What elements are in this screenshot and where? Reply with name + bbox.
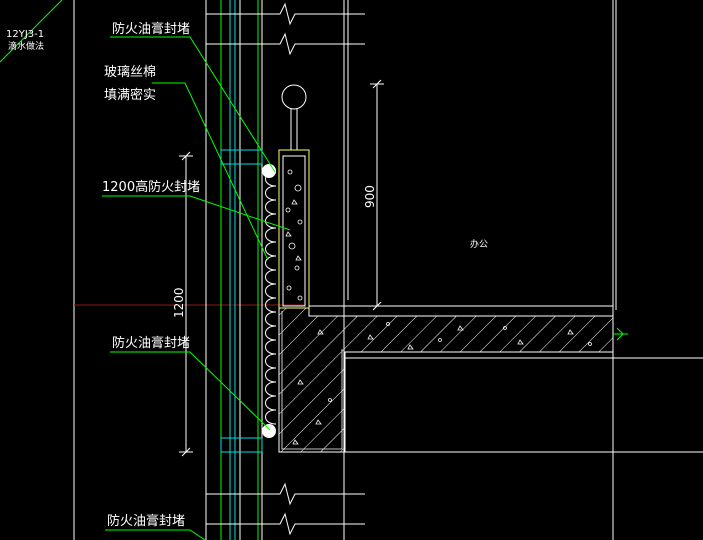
firestop-upstand-inner [282, 155, 306, 307]
label-firestop-bottom: 防火油膏封堵 [107, 513, 185, 529]
level-marker [613, 327, 628, 341]
leader-lines [102, 36, 291, 540]
floor-slab [278, 308, 614, 453]
label-glass-wool-1: 玻璃丝棉 [104, 65, 156, 80]
break-line-bottom-2 [206, 512, 365, 536]
label-firestop-mid: 防火油膏封堵 [112, 335, 190, 351]
break-line-bottom-1 [206, 482, 365, 506]
slab-speckle [292, 322, 592, 445]
dimension-900-text: 900 [363, 185, 377, 208]
reference-code: 12YJ3-1 [6, 29, 44, 40]
label-firestop-1200: 1200高防火封堵 [102, 179, 200, 195]
dimension-1200 [179, 151, 193, 457]
curtain-wall-mullion [205, 0, 263, 540]
sealant-dot-bottom [262, 424, 276, 438]
railing [281, 84, 307, 150]
dimension-900 [370, 79, 384, 311]
leader-topleft [0, 0, 63, 63]
room-label: 办公 [470, 238, 488, 250]
label-firestop-top: 防火油膏封堵 [112, 21, 190, 37]
label-glass-wool-2: 填满密实 [104, 87, 156, 103]
dimension-1200-text: 1200 [172, 287, 186, 318]
concrete-speckle [285, 169, 303, 301]
break-line-top-2 [206, 32, 365, 56]
break-line-top-1 [206, 2, 365, 26]
glass-wool-fill [265, 171, 277, 425]
reference-note: 滴水做法 [8, 40, 44, 52]
